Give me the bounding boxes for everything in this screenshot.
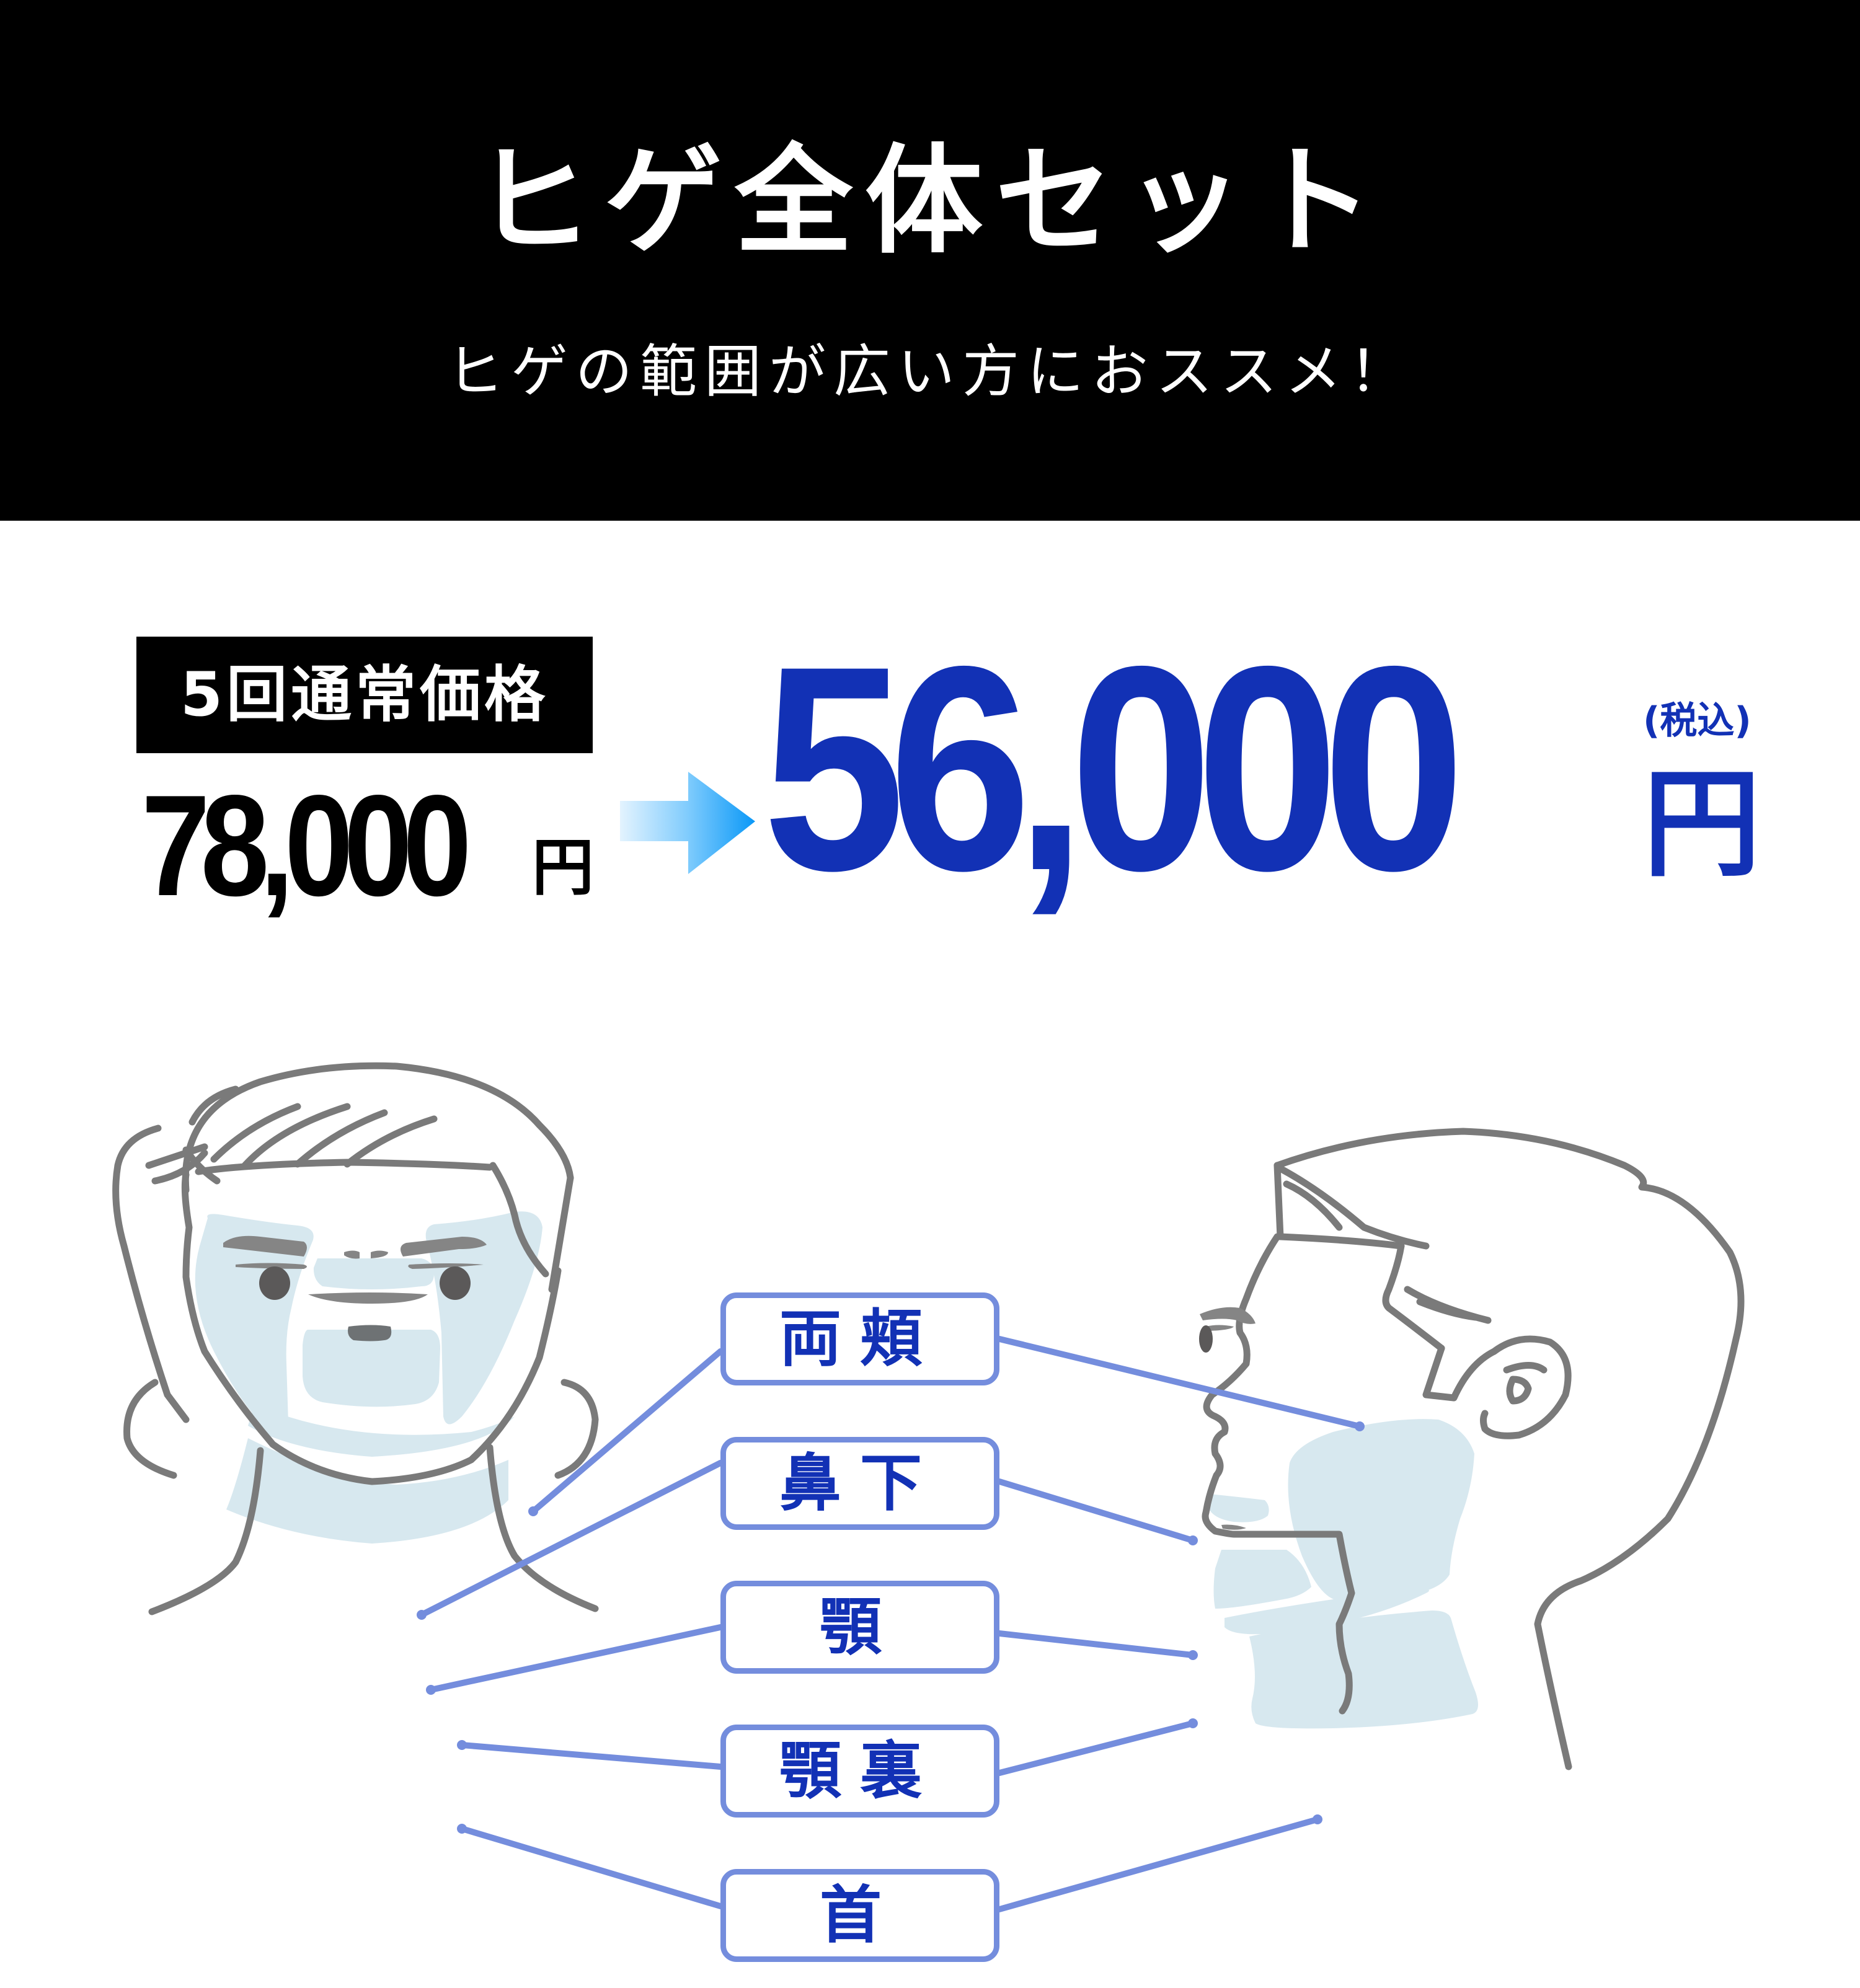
connector-lines	[418, 1336, 1363, 1912]
face-diagram	[112, 1062, 1745, 1912]
header-banner: ヒゲ全体セット ヒゲの範囲が広い方におススメ！	[0, 0, 1860, 521]
sale-price: 56,000	[763, 606, 1543, 931]
regular-price: 78,000 円	[141, 766, 594, 926]
area-label-under-chin: 顎裏	[720, 1725, 999, 1818]
front-face-highlights	[195, 1211, 1478, 1729]
front-face-outline	[112, 1062, 599, 1615]
regular-price-badge: 5回通常価格	[136, 637, 593, 753]
area-label-both-cheeks: 両頬	[720, 1292, 999, 1385]
area-label-neck: 首	[720, 1869, 999, 1962]
regular-price-currency: 円	[532, 831, 594, 904]
right-arrow-icon	[620, 772, 755, 874]
area-label-chin: 顎	[720, 1581, 999, 1674]
regular-price-amount: 78,000	[141, 766, 472, 926]
side-face-outline	[1202, 1128, 1745, 1770]
page-subtitle: ヒゲの範囲が広い方におススメ！	[446, 338, 1414, 405]
sale-price-currency: 円	[1643, 756, 1761, 893]
tax-included-note: (税込)	[1643, 699, 1752, 743]
connector-dots	[417, 1421, 1365, 1834]
front-face-features	[223, 1235, 487, 1341]
page-title: ヒゲ全体セット	[474, 133, 1386, 270]
sale-price-amount: 56,000	[763, 606, 1465, 931]
side-face-features	[1199, 1307, 1256, 1530]
area-label-under-nose: 鼻下	[720, 1437, 999, 1530]
